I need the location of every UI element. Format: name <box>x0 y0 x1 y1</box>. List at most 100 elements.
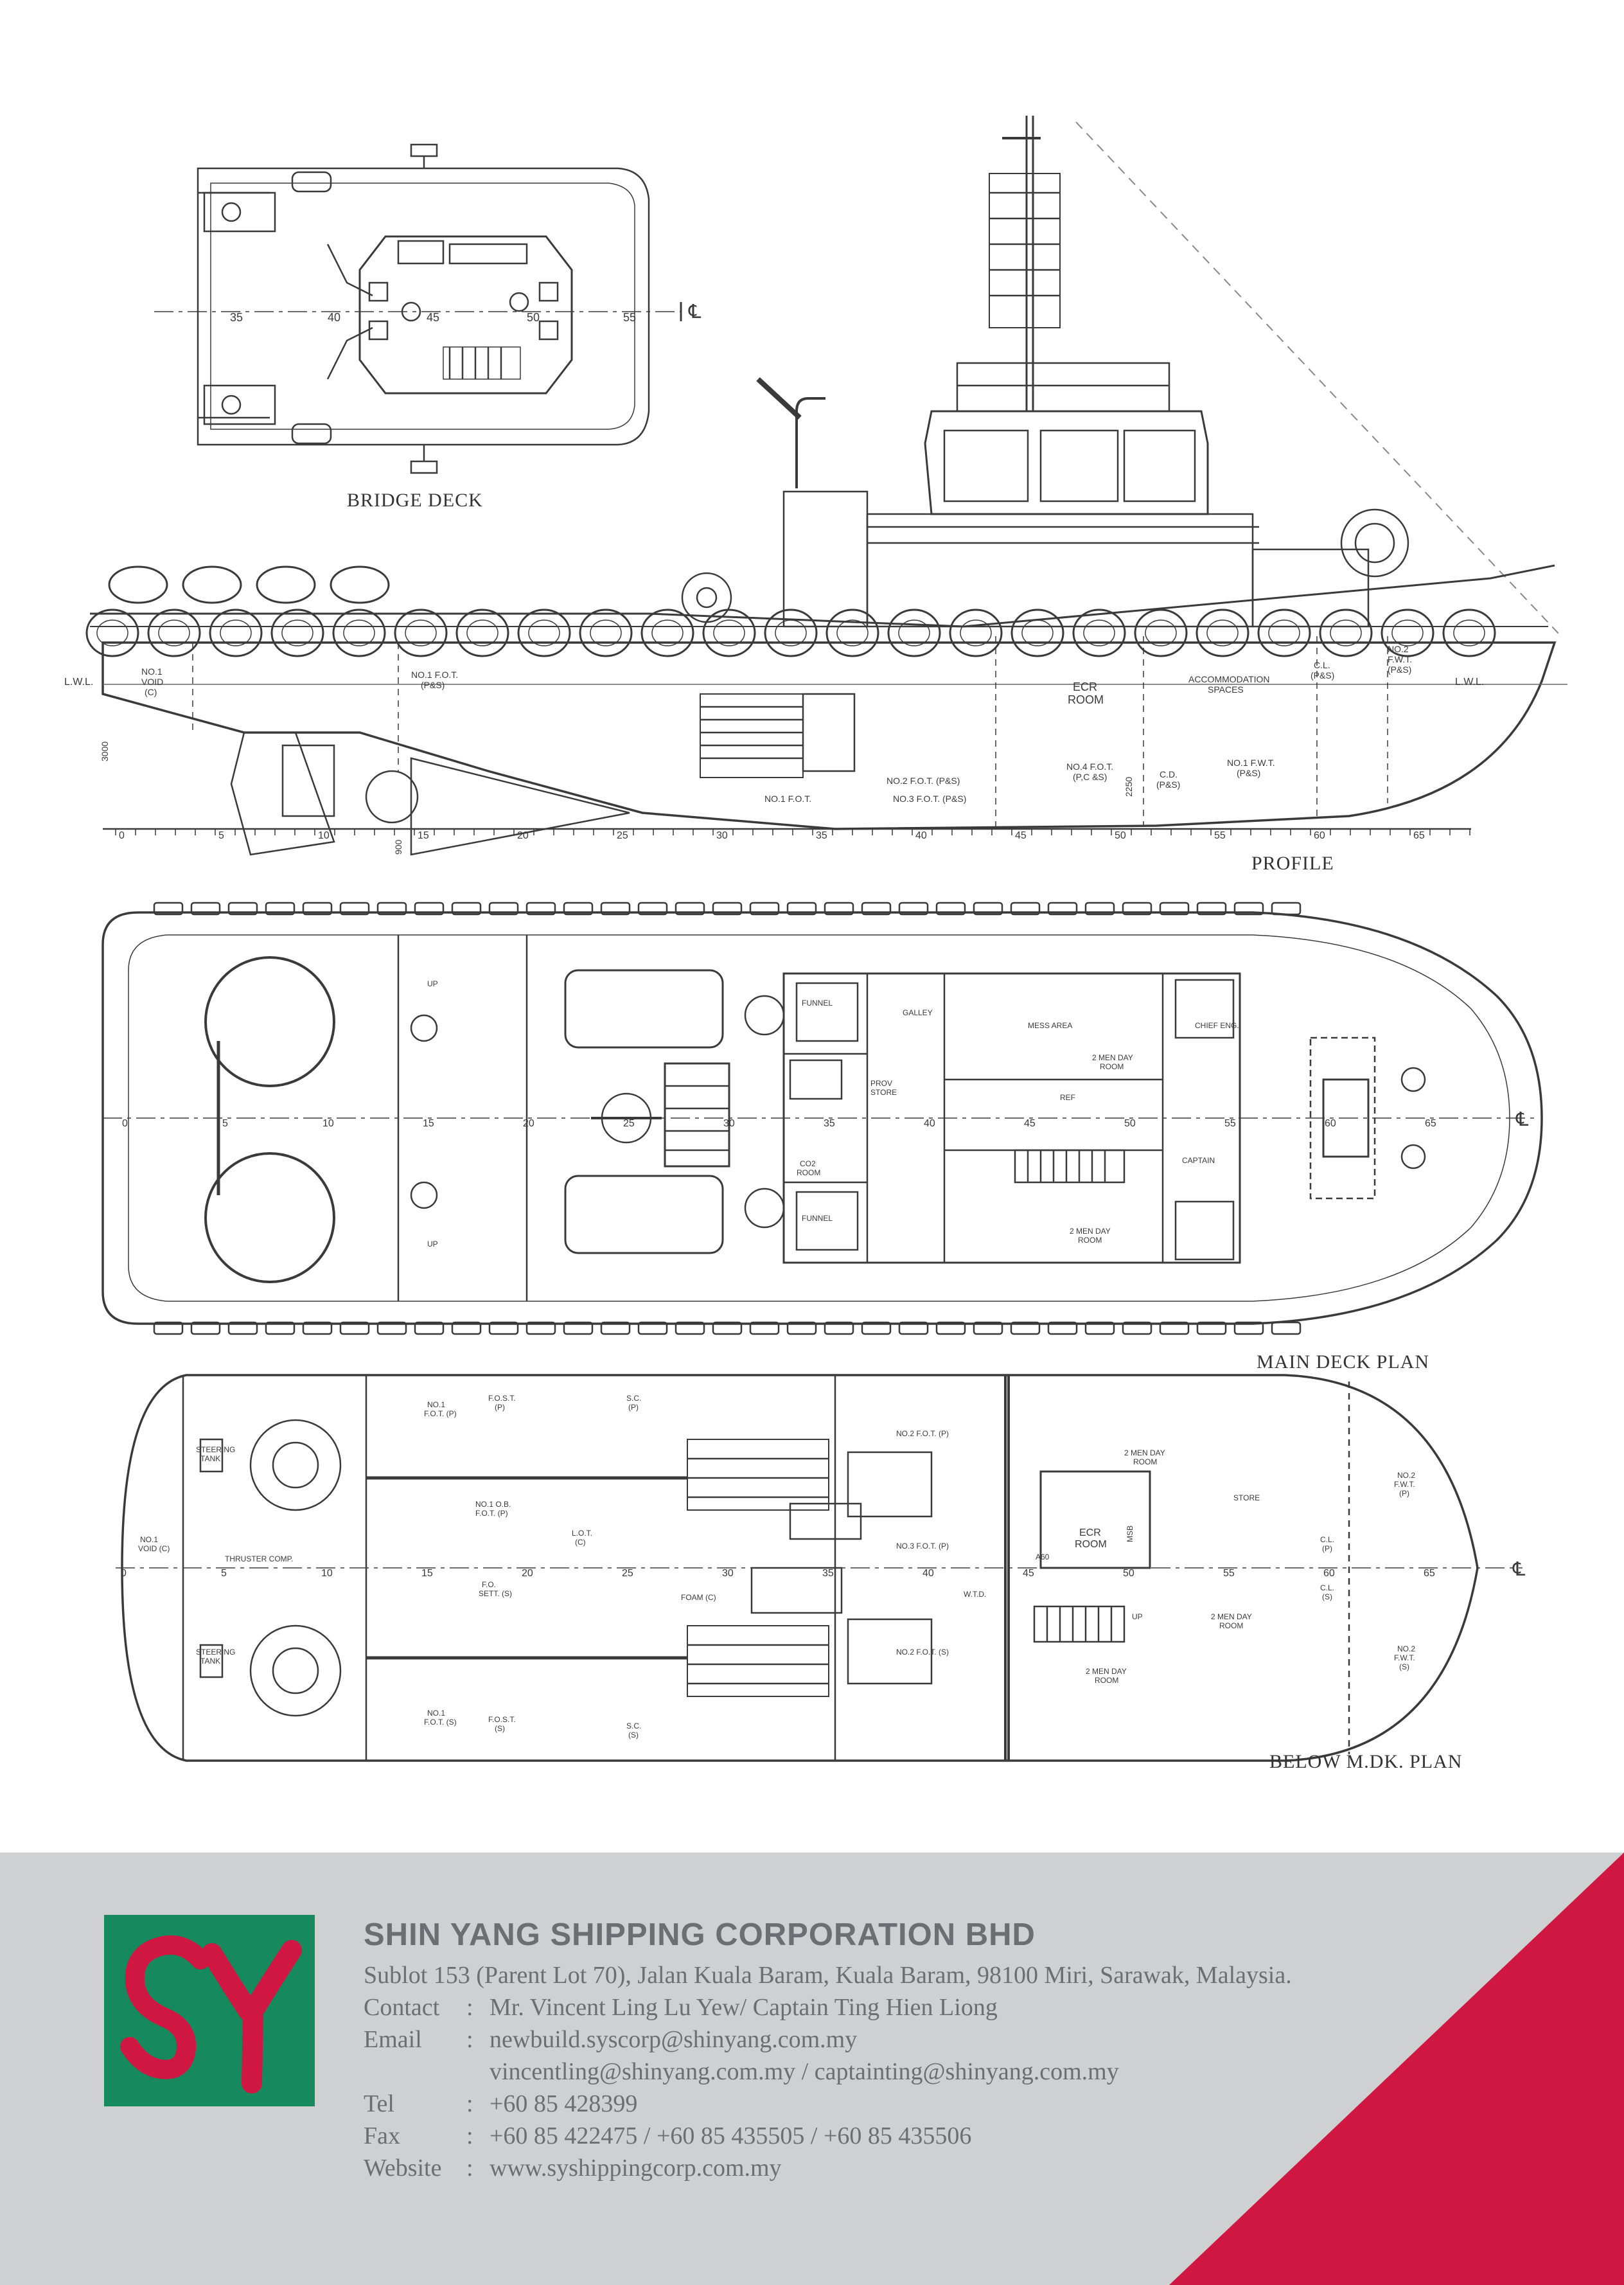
deck-fender <box>786 1321 817 1335</box>
tyre-fender <box>1442 609 1496 657</box>
company-address: Sublot 153 (Parent Lot 70), Jalan Kuala … <box>364 1962 1292 1989</box>
website-link[interactable]: www.syshippingcorp.com.my <box>490 2155 782 2182</box>
deck-fender <box>376 1321 407 1335</box>
station-number: 40 <box>922 1568 934 1579</box>
station-number: 10 <box>321 1568 333 1579</box>
svg-text:50: 50 <box>527 311 540 324</box>
svg-text:L.O.T.: L.O.T. <box>572 1529 592 1538</box>
bridge-deck-label: BRIDGE DECK <box>347 490 483 511</box>
station-number: 30 <box>716 830 728 841</box>
station-number: 65 <box>1413 830 1425 841</box>
tel-row: Tel:+60 85 428399 <box>364 2088 1456 2120</box>
email-address-2[interactable]: vincentling@shinyang.com.my / captaintin… <box>490 2058 1119 2085</box>
email-row: Email:newbuild.syscorp@shinyang.com.my <box>364 2023 1456 2056</box>
deck-fender <box>339 902 370 916</box>
deck-fender <box>376 902 407 916</box>
svg-text:FUNNEL: FUNNEL <box>802 1214 833 1223</box>
station-number: 15 <box>423 1118 434 1129</box>
deck-fender <box>1233 902 1264 916</box>
svg-text:(S): (S) <box>1322 1592 1332 1601</box>
deck-fender <box>935 902 966 916</box>
svg-text:(S): (S) <box>1399 1662 1409 1671</box>
tyre-fender <box>825 609 879 657</box>
svg-text:C.D.: C.D. <box>1160 769 1178 779</box>
tyre-fender <box>455 609 509 657</box>
station-number: 5 <box>221 1568 227 1579</box>
deck-fender <box>563 1321 594 1335</box>
company-contact-block: SHIN YANG SHIPPING CORPORATION BHD Sublo… <box>364 1917 1456 2184</box>
svg-text:NO.2 F.O.T. (P&S): NO.2 F.O.T. (P&S) <box>887 776 960 786</box>
deck-fender <box>227 1321 258 1335</box>
svg-text:(P): (P) <box>628 1403 639 1412</box>
tel-colon: : <box>466 2090 473 2117</box>
station-number: 25 <box>622 1568 633 1579</box>
station-number: 15 <box>421 1568 433 1579</box>
deck-fender <box>1271 1321 1302 1335</box>
deck-fender <box>861 902 892 916</box>
tyre-fender <box>1011 609 1064 657</box>
svg-text:NO.2: NO.2 <box>1397 1471 1415 1480</box>
deck-fender <box>749 1321 780 1335</box>
tyre-fender <box>270 609 324 657</box>
deck-fender <box>265 902 296 916</box>
tel-number[interactable]: +60 85 428399 <box>490 2090 638 2117</box>
svg-text:NO.1 F.O.T.: NO.1 F.O.T. <box>764 794 811 804</box>
tyre-fender <box>209 609 263 657</box>
svg-text:CHIEF ENG.: CHIEF ENG. <box>1195 1021 1239 1030</box>
station-number: 65 <box>1425 1118 1436 1129</box>
svg-text:SPACES: SPACES <box>1208 684 1244 695</box>
deck-fender <box>1271 902 1302 916</box>
deck-fender <box>153 902 184 916</box>
station-number: 45 <box>1024 1118 1036 1129</box>
tyre-fender <box>949 609 1003 657</box>
tyre-fender <box>1319 609 1373 657</box>
deck-fender <box>451 902 482 916</box>
deck-fender <box>1122 1321 1152 1335</box>
deck-fender <box>227 902 258 916</box>
deck-fender <box>1084 902 1115 916</box>
deck-fender <box>525 902 556 916</box>
deck-fender <box>1159 1321 1190 1335</box>
svg-text:GALLEY: GALLEY <box>903 1008 933 1017</box>
station-number: 0 <box>122 1118 128 1129</box>
station-number: 20 <box>522 1568 533 1579</box>
deck-fender <box>153 1321 184 1335</box>
email-label: Email <box>364 2026 422 2053</box>
svg-text:(P): (P) <box>1399 1489 1409 1498</box>
svg-text:MESS AREA: MESS AREA <box>1028 1021 1072 1030</box>
svg-text:FOAM (C): FOAM (C) <box>681 1593 716 1602</box>
svg-text:F.O.S.T.: F.O.S.T. <box>488 1394 516 1403</box>
svg-text:55: 55 <box>623 311 636 324</box>
svg-text:C.L.: C.L. <box>1320 1535 1334 1544</box>
svg-text:L.W.L.: L.W.L. <box>1455 677 1484 688</box>
email-address-1[interactable]: newbuild.syscorp@shinyang.com.my <box>490 2026 858 2053</box>
svg-text:ROOM: ROOM <box>1075 1539 1107 1550</box>
fax-colon: : <box>466 2122 473 2149</box>
svg-text:FUNNEL: FUNNEL <box>802 999 833 1008</box>
contact-row: Contact:Mr. Vincent Ling Lu Yew/ Captain… <box>364 1991 1456 2023</box>
station-number: 40 <box>915 830 927 841</box>
svg-text:F.W.T.: F.W.T. <box>1394 1653 1415 1662</box>
svg-text:NO.2 F.O.T. (P): NO.2 F.O.T. (P) <box>896 1429 949 1438</box>
deck-fender <box>1010 1321 1041 1335</box>
website-colon: : <box>466 2155 473 2182</box>
svg-text:ECR: ECR <box>1079 1527 1101 1538</box>
svg-text:NO.4 F.O.T.: NO.4 F.O.T. <box>1066 761 1113 772</box>
deck-fender <box>712 902 743 916</box>
station-number: 45 <box>1023 1568 1034 1579</box>
svg-text:(P&S): (P&S) <box>1388 664 1411 675</box>
deck-fender <box>675 1321 705 1335</box>
svg-text:2 MEN DAY: 2 MEN DAY <box>1070 1227 1111 1236</box>
website-label: Website <box>364 2155 442 2182</box>
station-number: 60 <box>1325 1118 1336 1129</box>
svg-text:ECR: ECR <box>1073 680 1097 693</box>
deck-fender <box>1196 1321 1227 1335</box>
svg-text:NO.1 F.W.T.: NO.1 F.W.T. <box>1227 758 1275 768</box>
station-number: 50 <box>1123 1568 1134 1579</box>
deck-fender <box>675 902 705 916</box>
